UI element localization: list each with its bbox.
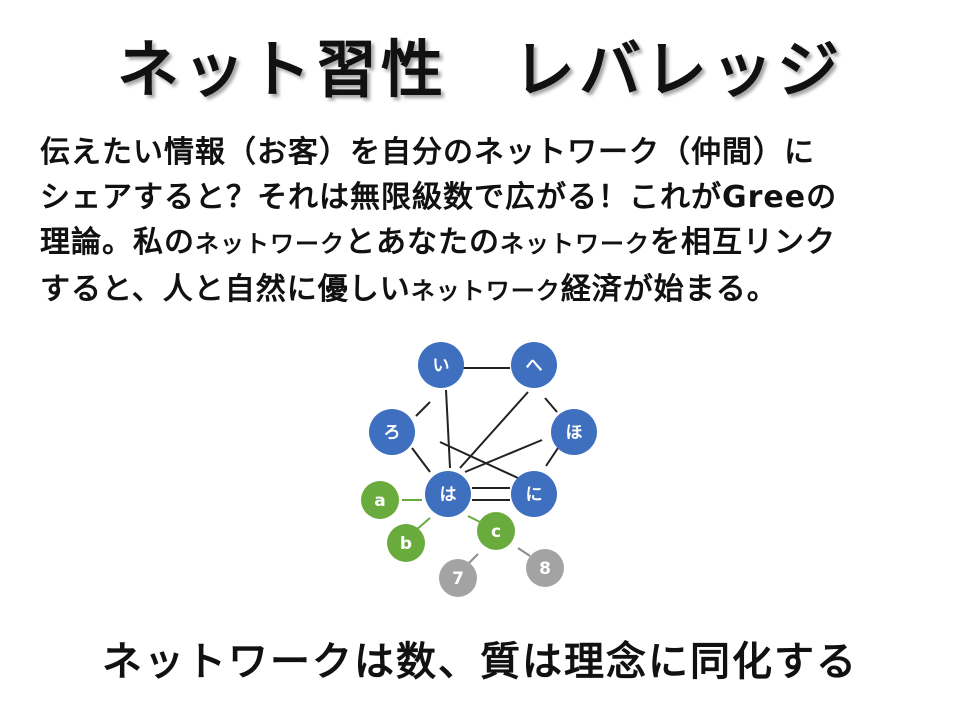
core-edges	[411, 367, 559, 501]
body-line-3-a: 理論。私の	[40, 225, 195, 260]
edge-i-ha	[445, 389, 451, 469]
body-line-3-e: を相互リンク	[650, 225, 836, 260]
node-c: c	[477, 512, 515, 550]
node-b: b	[387, 524, 425, 562]
page-title: ネット習性 レバレッジ	[116, 33, 843, 106]
nodes: い へ ろ ほ は	[361, 342, 597, 597]
edge-he-ho	[544, 397, 558, 413]
node-ha-label: は	[440, 485, 457, 505]
body-line-4-c: 経済が始まる。	[560, 272, 778, 307]
footer-caption: ネットワークは数、質は理念に同化する	[102, 639, 858, 685]
edge-ro-ha	[411, 447, 431, 473]
body-text: 伝えたい情報（お客）を自分のネットワーク（仲間）に シェアすると？それは無限級数…	[40, 130, 930, 314]
node-a: a	[361, 481, 399, 519]
body-line-4-b: ネットワーク	[410, 277, 561, 305]
node-seven: 7	[439, 559, 477, 597]
node-ni: に	[511, 471, 557, 517]
edge-c-eight	[517, 547, 531, 557]
node-ha: は	[425, 471, 471, 517]
edge-ho-ni	[545, 447, 559, 467]
node-ni-label: に	[526, 485, 543, 505]
node-a-circle	[361, 481, 399, 519]
node-ni-circle	[511, 471, 557, 517]
body-line-4: すると、人と自然に優しいネットワーク経済が始まる。	[40, 267, 930, 314]
node-ro-label: ろ	[384, 423, 401, 443]
body-line-4-a: すると、人と自然に優しい	[40, 272, 411, 307]
node-i-circle	[418, 342, 464, 388]
node-ho-circle	[551, 409, 597, 455]
node-i: い	[418, 342, 464, 388]
edge-c-seven	[467, 553, 479, 565]
body-line-1: 伝えたい情報（お客）を自分のネットワーク（仲間）に	[40, 135, 815, 170]
node-ho-label: ほ	[566, 423, 583, 443]
body-line-3-c: とあなたの	[345, 225, 500, 260]
node-he-circle	[511, 342, 557, 388]
network-diagram: い へ ろ ほ は	[350, 320, 630, 610]
node-i-label: い	[433, 356, 450, 376]
edge-ha-b	[415, 517, 431, 531]
node-c-label: c	[491, 522, 501, 542]
node-ro-circle	[369, 409, 415, 455]
network-diagram-svg: い へ ろ ほ は	[361, 342, 597, 597]
node-he: へ	[511, 342, 557, 388]
body-line-2: シェアすると？それは無限級数で広がる！これがGreeの	[40, 180, 838, 215]
node-ha-circle	[425, 471, 471, 517]
node-b-label: b	[400, 534, 412, 554]
node-seven-circle	[439, 559, 477, 597]
node-eight-circle	[526, 549, 564, 587]
node-b-circle	[387, 524, 425, 562]
node-a-label: a	[374, 491, 385, 511]
edge-ro-ni	[439, 441, 519, 479]
body-line-3: 理論。私のネットワークとあなたのネットワークを相互リンク	[40, 220, 930, 267]
node-ho: ほ	[551, 409, 597, 455]
node-eight-label: 8	[539, 559, 551, 579]
edge-ho-ha	[464, 439, 543, 473]
edge-i-ro	[415, 401, 431, 417]
edge-he-ha	[459, 391, 529, 469]
node-ro: ろ	[369, 409, 415, 455]
node-seven-label: 7	[452, 569, 464, 589]
node-c-circle	[477, 512, 515, 550]
node-eight: 8	[526, 549, 564, 587]
node-he-label: へ	[526, 356, 543, 376]
body-line-3-d: ネットワーク	[500, 230, 650, 258]
body-line-3-b: ネットワーク	[195, 230, 345, 258]
